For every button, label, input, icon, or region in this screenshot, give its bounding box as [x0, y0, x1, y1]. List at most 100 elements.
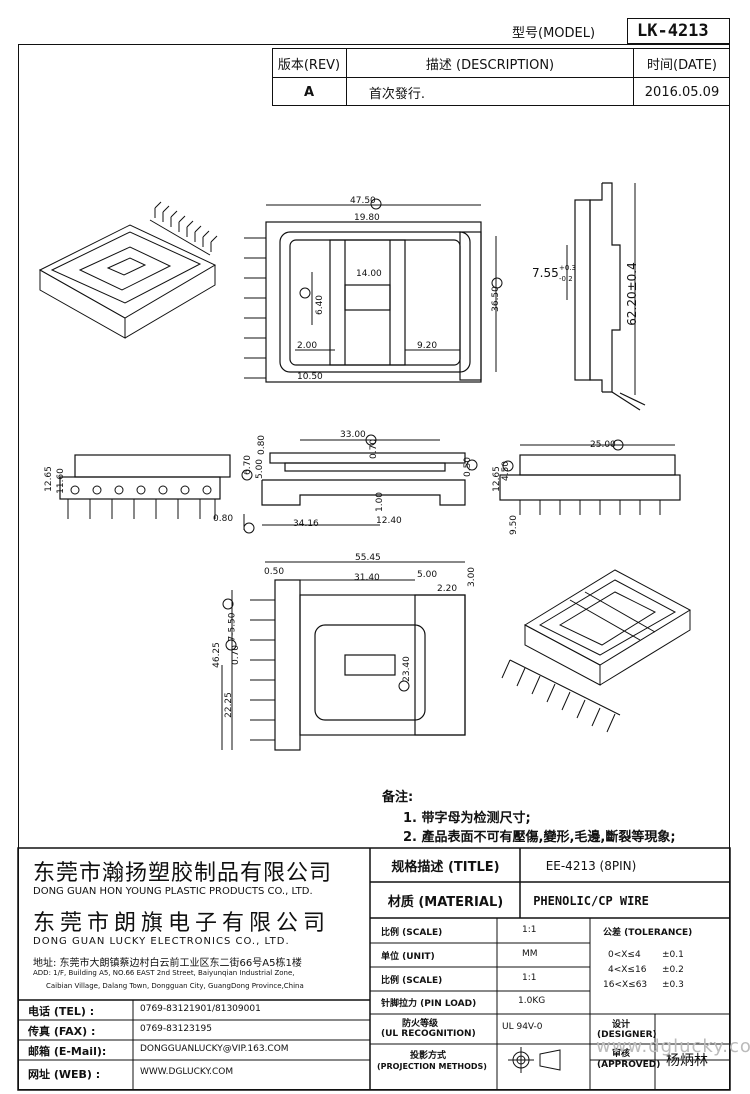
tel-label: 电话 (TEL) :	[28, 1005, 95, 1018]
dim-left-off: 2.00	[297, 341, 318, 351]
dim-bot-f: 7-5.50	[227, 612, 238, 642]
dim-side-tol: 7.55	[532, 266, 559, 280]
dim-front-f: 1.00	[375, 491, 386, 513]
fax-value: 0769-83123195	[140, 1024, 212, 1034]
designer-label-1: 设计	[612, 1020, 631, 1030]
rev-header: 版本(REV)	[277, 57, 341, 73]
model-label: 型号(MODEL)	[512, 26, 596, 41]
date-value: 2016.05.09	[644, 84, 720, 100]
company-name-1-cn: 东莞市瀚扬塑胶制品有限公司	[33, 861, 333, 886]
address-en-2: Caibian Village, Dalang Town, Dongguan C…	[46, 982, 304, 990]
dim-inner-width: 19.80	[354, 213, 380, 223]
scale2-label: 比例 (SCALE)	[381, 976, 443, 986]
spec-table-lines	[17, 847, 731, 1091]
dim-bot-c: 5.00	[417, 570, 438, 580]
dim-front-pin: 0.80	[213, 514, 234, 524]
tol-range-1: 0<X≤4	[608, 950, 641, 960]
rev-value: A	[303, 84, 315, 100]
isometric-view-bottom	[501, 569, 692, 733]
front-view-right	[499, 439, 681, 515]
email-value: DONGGUANLUCKY@VIP.163.COM	[140, 1044, 289, 1054]
unit-label: 单位 (UNIT)	[381, 952, 435, 962]
desc-header: 描述 (DESCRIPTION)	[425, 57, 555, 73]
email-label: 邮箱 (E-Mail):	[28, 1045, 107, 1058]
dim-bot-h: 46.25	[211, 642, 222, 668]
dim-bot-g: 0.70	[231, 644, 242, 666]
dim-bot-a: 0.50	[264, 567, 285, 577]
material-value: PHENOLIC/CP WIRE	[533, 893, 649, 908]
scale-label: 比例 (SCALE)	[381, 928, 443, 938]
approved-label-1: 审核	[612, 1049, 631, 1059]
bottom-view	[221, 561, 466, 751]
tol-range-2: 4<X≤16	[608, 965, 647, 975]
company-name-2-cn: 东莞市朗旗电子有限公司	[33, 911, 331, 936]
dim-bot-i: 22.25	[223, 692, 234, 718]
dim-front-h1: 12.65	[43, 466, 54, 492]
dim-front-a: 0.80	[257, 434, 268, 456]
title-label: 规格描述 (TITLE)	[391, 860, 500, 875]
pinload-label: 针脚拉力 (PIN LOAD)	[381, 999, 477, 1009]
dim-bot-e: 3.00	[467, 566, 478, 588]
dim-right-h2: 4.50	[501, 460, 512, 482]
ul-label-1: 防火等级	[402, 1019, 439, 1029]
proj-label-2: (PROJECTION METHODS)	[377, 1062, 487, 1071]
front-view-middle	[241, 434, 478, 534]
dim-center-gap: 14.00	[356, 269, 382, 279]
dim-front-e: 0.50	[463, 456, 474, 478]
dim-tol-plus: +0.3	[559, 264, 576, 272]
pinload-value: 1.0KG	[518, 996, 546, 1006]
projection-symbol	[508, 1047, 561, 1073]
material-label: 材质 (MATERIAL)	[387, 895, 504, 910]
scale2-value: 1:1	[522, 973, 537, 983]
unit-value: MM	[522, 949, 538, 959]
description-value: 首次發行.	[368, 86, 426, 102]
title-value: EE-4213 (8PIN)	[545, 858, 637, 873]
web-label: 网址 (WEB) :	[28, 1068, 101, 1081]
dim-right-pin: 9.50	[509, 514, 520, 536]
tolerance-label: 公差 (TOLERANCE)	[603, 928, 693, 938]
notes-line2: 2. 產品表面不可有壓傷,變形,毛邊,斷裂等現象;	[403, 830, 676, 845]
ul-label-2: (UL RECOGNITION)	[381, 1029, 476, 1039]
dim-pin-pitch: 10.50	[297, 372, 323, 382]
approver-name: 杨炳林	[666, 1053, 708, 1069]
scale-value: 1:1	[522, 925, 537, 935]
isometric-view-top	[38, 201, 218, 339]
tol-value-3: ±0.3	[662, 980, 684, 990]
date-header: 时间(DATE)	[647, 57, 717, 73]
dim-top-width: 47.50	[350, 196, 376, 206]
dim-bot-j: 23.40	[401, 656, 412, 682]
top-view	[244, 198, 503, 383]
dim-front-total: 34.16	[293, 519, 319, 529]
address-en-1: ADD: 1/F, Building A5, NO.66 EAST 2nd St…	[33, 969, 295, 977]
proj-label-1: 投影方式	[410, 1051, 447, 1061]
notes-line1: 1. 带字母为检测尺寸;	[403, 811, 531, 826]
dim-side-len: 62.20±0.4	[624, 262, 639, 326]
dim-front-g: 12.40	[376, 516, 402, 526]
dim-center-h: 6.40	[315, 294, 326, 316]
tel-value: 0769-83121901/81309001	[140, 1004, 261, 1014]
tol-value-2: ±0.2	[662, 965, 684, 975]
dim-front-h2: 11.60	[55, 468, 66, 494]
tol-range-3: 16<X≤63	[603, 980, 648, 990]
dim-front-d: 5.00	[255, 458, 266, 480]
company-name-2-en: DONG GUAN LUCKY ELECTRONICS CO., LTD.	[33, 936, 290, 947]
dim-overall-h: 36.50	[490, 286, 501, 312]
notes-title: 备注:	[382, 790, 414, 805]
dim-right-w: 25.00	[590, 440, 616, 450]
dim-slot-w: 9.20	[417, 341, 438, 351]
watermark: www.dglucky.com	[596, 1036, 750, 1057]
model-box	[627, 18, 730, 44]
dim-bot-b: 31.40	[354, 573, 380, 583]
ul-value: UL 94V-0	[502, 1022, 543, 1032]
address-cn: 地址: 东莞市大朗镇蔡边村白云前工业区东二街66号A5栋1楼	[33, 958, 302, 969]
tol-value-1: ±0.1	[662, 950, 684, 960]
designer-label-2: (DESIGNER)	[597, 1030, 657, 1040]
dim-bot-w: 55.45	[355, 553, 381, 563]
front-view-left	[59, 454, 231, 519]
dim-front-b: 0.70	[369, 438, 380, 460]
dim-tol-minus: -0.2	[559, 275, 573, 283]
approved-label-2: (APPROVED)	[597, 1060, 661, 1070]
dim-bot-d: 2.20	[437, 584, 458, 594]
side-view	[566, 182, 646, 411]
